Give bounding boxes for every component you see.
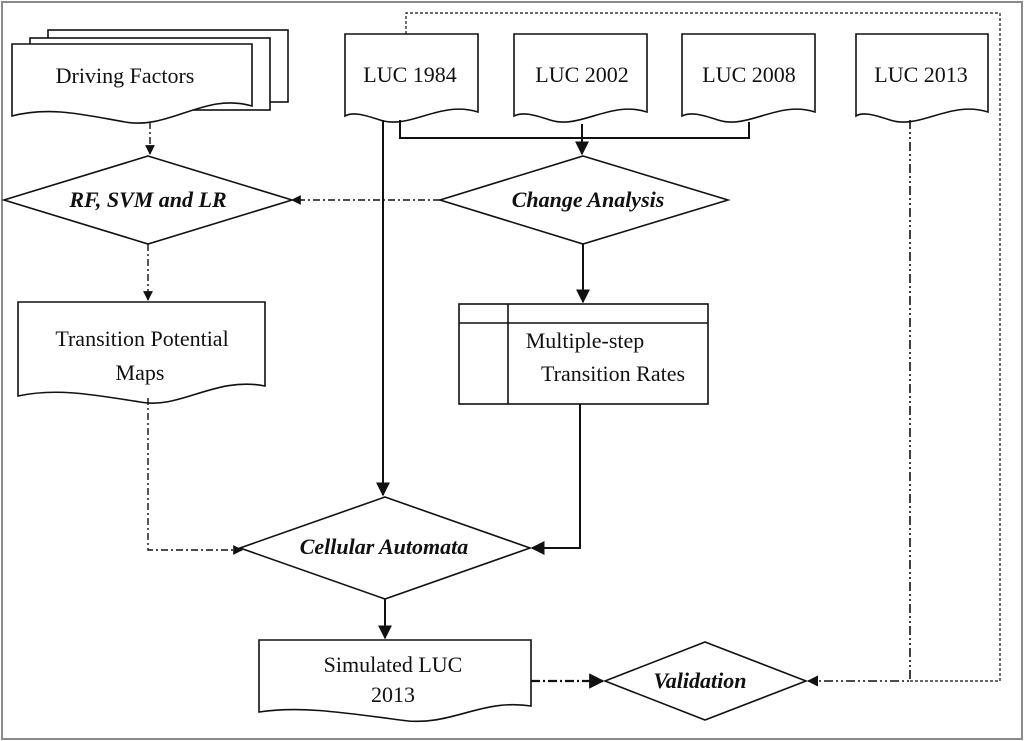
- luc-2013-node: LUC 2013: [855, 33, 989, 123]
- transition-rates-node: Multiple-step Transition Rates: [458, 303, 709, 405]
- connector-luc2013-to-validation: [806, 120, 911, 687]
- driving-factors-node: Driving Factors: [11, 29, 289, 124]
- change-analysis-node: Change Analysis: [437, 155, 731, 245]
- luc-2013-label: LUC 2013: [874, 62, 968, 87]
- connector-maps-to-ca: [147, 398, 243, 555]
- luc-2008-node: LUC 2008: [681, 33, 816, 123]
- transition-maps-line1: Transition Potential: [55, 326, 228, 351]
- luc-2002-label: LUC 2002: [535, 62, 629, 87]
- validation-node: Validation: [602, 641, 809, 721]
- luc-2008-label: LUC 2008: [702, 62, 796, 87]
- simulated-luc-line1: Simulated LUC: [324, 652, 463, 677]
- simulated-luc-node: Simulated LUC 2013: [258, 639, 532, 723]
- luc-2002-node: LUC 2002: [513, 33, 648, 123]
- connector-luc-bracket: [399, 120, 750, 139]
- rf-svm-lr-node: RF, SVM and LR: [1, 155, 295, 245]
- transition-potential-maps-node: Transition Potential Maps: [17, 301, 266, 404]
- cellular-automata-node: Cellular Automata: [237, 496, 533, 600]
- connector-rates-to-ca: [530, 404, 581, 555]
- simulated-luc-line2: 2013: [371, 682, 415, 707]
- transition-rates-line2: Transition Rates: [541, 361, 685, 386]
- driving-factors-label: Driving Factors: [56, 63, 195, 88]
- validation-label: Validation: [654, 668, 747, 693]
- transition-maps-line2: Maps: [116, 360, 165, 385]
- connector-dotted-loop: [405, 12, 1001, 682]
- luc-1984-node: LUC 1984: [344, 33, 479, 123]
- change-analysis-label: Change Analysis: [512, 187, 665, 212]
- cellular-automata-label: Cellular Automata: [300, 534, 469, 559]
- rf-svm-lr-label: RF, SVM and LR: [68, 187, 226, 212]
- luc-1984-label: LUC 1984: [363, 62, 457, 87]
- transition-rates-line1: Multiple-step: [526, 328, 645, 353]
